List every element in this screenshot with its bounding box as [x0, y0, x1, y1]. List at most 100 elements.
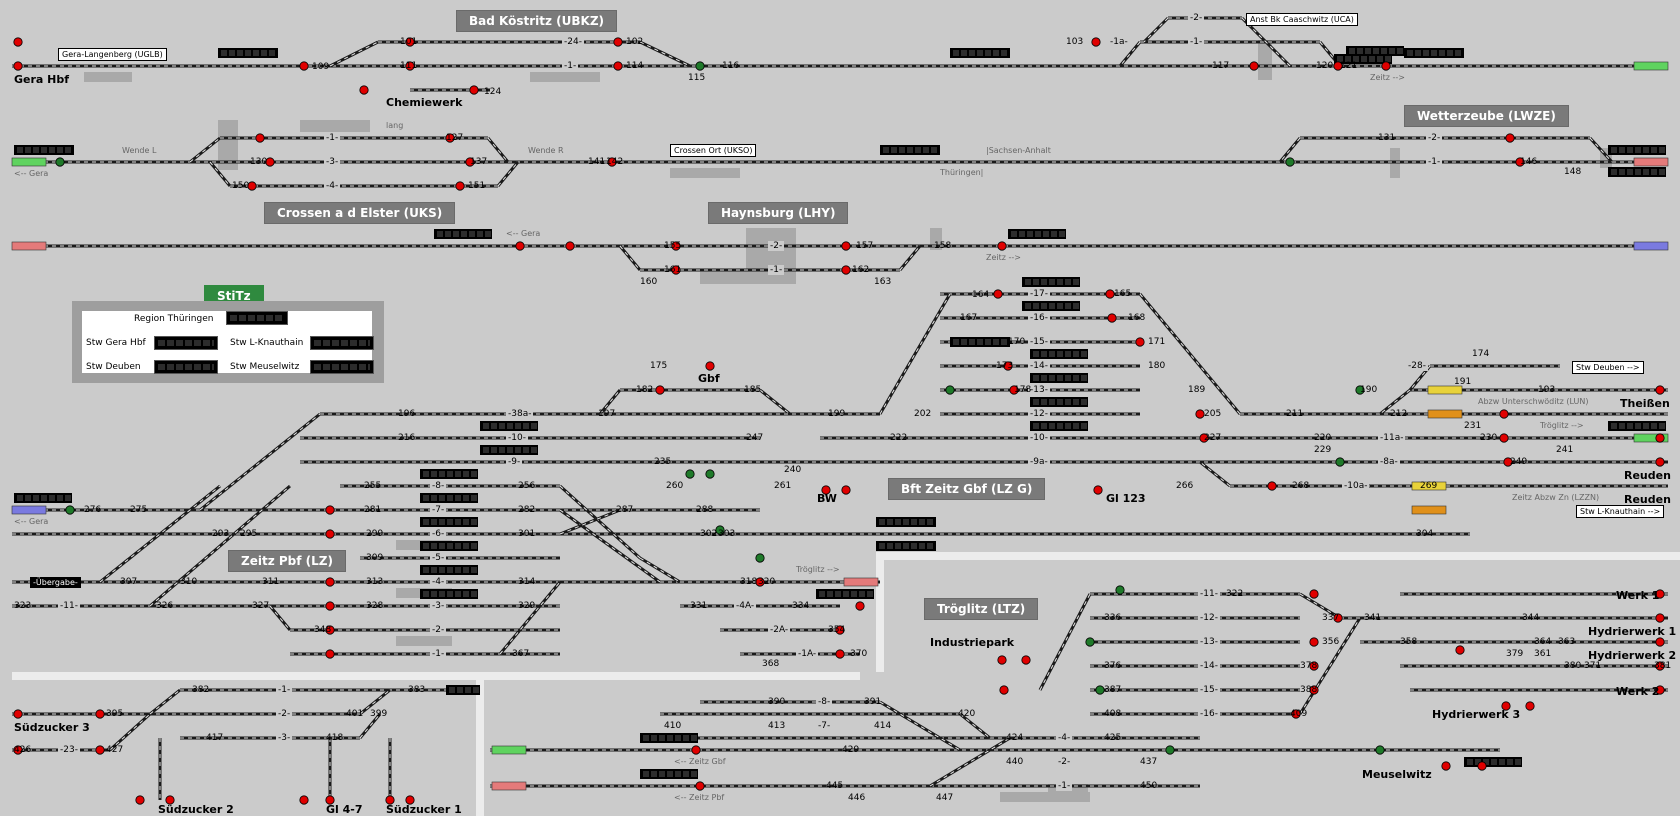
signal[interactable] — [325, 625, 335, 635]
track-segment[interactable] — [498, 581, 562, 655]
signal[interactable] — [1309, 685, 1319, 695]
signal[interactable] — [841, 485, 851, 495]
line-exit[interactable] — [1427, 409, 1463, 419]
signal[interactable] — [465, 157, 475, 167]
line-exit[interactable] — [491, 781, 527, 791]
signal[interactable] — [755, 577, 765, 587]
header-haynsburg[interactable]: Haynsburg (LHY) — [708, 202, 849, 224]
signal[interactable] — [565, 241, 575, 251]
signal[interactable] — [691, 745, 701, 755]
signal[interactable] — [13, 745, 23, 755]
signal[interactable] — [325, 529, 335, 539]
signal[interactable] — [65, 505, 75, 515]
line-exit[interactable] — [11, 157, 47, 167]
signal[interactable] — [405, 37, 415, 47]
signal[interactable] — [1095, 685, 1105, 695]
signal[interactable] — [1655, 637, 1665, 647]
track-segment[interactable] — [929, 736, 1011, 788]
signal[interactable] — [55, 157, 65, 167]
signal[interactable] — [1505, 133, 1515, 143]
signal[interactable] — [1021, 655, 1031, 665]
signal[interactable] — [1165, 745, 1175, 755]
signal[interactable] — [1093, 485, 1103, 495]
signal[interactable] — [325, 505, 335, 515]
signal[interactable] — [1501, 701, 1511, 711]
signal[interactable] — [1003, 361, 1013, 371]
signal[interactable] — [95, 745, 105, 755]
signal[interactable] — [613, 61, 623, 71]
signal[interactable] — [835, 649, 845, 659]
line-exit[interactable] — [11, 505, 47, 515]
signal[interactable] — [299, 61, 309, 71]
signal[interactable] — [1655, 661, 1665, 671]
signal[interactable] — [993, 289, 1003, 299]
signal[interactable] — [945, 385, 955, 395]
signal[interactable] — [1285, 157, 1295, 167]
signal[interactable] — [325, 795, 335, 805]
line-exit[interactable] — [1633, 433, 1669, 443]
track-segment[interactable] — [1138, 293, 1242, 415]
signal[interactable] — [655, 385, 665, 395]
signal[interactable] — [1525, 701, 1535, 711]
signal[interactable] — [1655, 385, 1665, 395]
line-exit[interactable] — [11, 241, 47, 251]
signal[interactable] — [1115, 585, 1125, 595]
signal[interactable] — [1441, 761, 1451, 771]
signal[interactable] — [841, 241, 851, 251]
signal[interactable] — [705, 361, 715, 371]
signal[interactable] — [1655, 613, 1665, 623]
signal[interactable] — [607, 157, 617, 167]
signal[interactable] — [705, 469, 715, 479]
signal[interactable] — [1309, 637, 1319, 647]
stw-meuselwitz-display[interactable] — [310, 360, 374, 374]
track-segment[interactable] — [559, 508, 661, 584]
signal[interactable] — [1655, 457, 1665, 467]
signal[interactable] — [1381, 61, 1391, 71]
signal[interactable] — [405, 61, 415, 71]
signal[interactable] — [1267, 481, 1277, 491]
signal[interactable] — [325, 577, 335, 587]
signal[interactable] — [13, 709, 23, 719]
region-display[interactable] — [226, 311, 288, 325]
signal[interactable] — [1375, 745, 1385, 755]
signal[interactable] — [299, 795, 309, 805]
header-troeglitz[interactable]: Tröglitz (LTZ) — [924, 598, 1039, 620]
signal[interactable] — [1335, 457, 1345, 467]
track-segment[interactable] — [878, 293, 952, 415]
signal[interactable] — [1655, 589, 1665, 599]
signal[interactable] — [1091, 37, 1101, 47]
signal[interactable] — [997, 241, 1007, 251]
signal[interactable] — [1195, 409, 1205, 419]
track-segment[interactable] — [639, 556, 681, 584]
header-zeitz-pbf[interactable]: Zeitz Pbf (LZ) — [228, 550, 346, 572]
signal[interactable] — [1499, 433, 1509, 443]
track-segment[interactable] — [1299, 592, 1341, 620]
signal[interactable] — [135, 795, 145, 805]
stw-gera-display[interactable] — [154, 336, 218, 350]
signal[interactable] — [95, 709, 105, 719]
track-segment[interactable] — [879, 700, 961, 752]
signal[interactable] — [755, 553, 765, 563]
line-exit[interactable] — [491, 745, 527, 755]
signal[interactable] — [835, 625, 845, 635]
stw-lknauthain-display[interactable] — [310, 336, 374, 350]
signal[interactable] — [455, 181, 465, 191]
signal[interactable] — [1455, 645, 1465, 655]
signal[interactable] — [671, 241, 681, 251]
line-exit[interactable] — [1411, 481, 1447, 491]
signal[interactable] — [1309, 661, 1319, 671]
signal[interactable] — [695, 61, 705, 71]
signal[interactable] — [247, 181, 257, 191]
signal[interactable] — [671, 265, 681, 275]
signal[interactable] — [1009, 385, 1019, 395]
signal[interactable] — [325, 601, 335, 611]
signal[interactable] — [1107, 313, 1117, 323]
signal[interactable] — [1291, 709, 1301, 719]
signal[interactable] — [515, 241, 525, 251]
signal[interactable] — [13, 37, 23, 47]
signal[interactable] — [685, 469, 695, 479]
signal[interactable] — [165, 795, 175, 805]
signal[interactable] — [1085, 637, 1095, 647]
header-bft-zeitz-gbf[interactable]: Bft Zeitz Gbf (LZ G) — [888, 478, 1046, 500]
header-crossen[interactable]: Crossen a d Elster (UKS) — [264, 202, 456, 224]
